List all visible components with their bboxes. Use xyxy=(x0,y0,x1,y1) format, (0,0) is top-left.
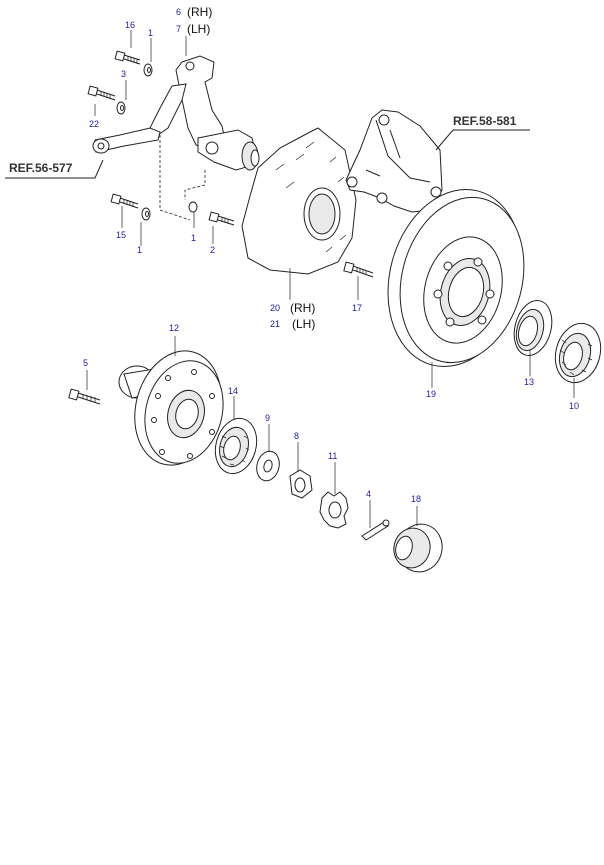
part-number-4: 4 xyxy=(366,489,371,499)
part-number-12: 12 xyxy=(169,323,179,333)
washer-1a xyxy=(143,63,153,77)
nut-8 xyxy=(289,469,313,499)
part-number-1c: 1 xyxy=(191,233,196,243)
part-number-5: 5 xyxy=(83,358,88,368)
ref-58-581: REF.58-581 xyxy=(453,114,517,128)
part-number-10: 10 xyxy=(569,401,579,411)
washer-1c xyxy=(188,201,198,213)
lock-cap-11 xyxy=(319,491,349,529)
side-label-7: (LH) xyxy=(187,22,210,36)
steering-arm xyxy=(92,127,161,154)
bearing-14 xyxy=(214,417,258,475)
ref-56-577: REF.56-577 xyxy=(9,161,73,175)
leader-lines xyxy=(5,30,575,528)
dust-shield xyxy=(241,127,357,275)
washer-9 xyxy=(256,450,280,482)
part-number-8: 8 xyxy=(294,431,299,441)
side-label-21: (LH) xyxy=(292,317,315,331)
bolt-16 xyxy=(114,50,141,65)
side-label-20: (RH) xyxy=(290,301,315,315)
part-number-21: 21 xyxy=(270,319,280,329)
side-label-6: (RH) xyxy=(187,5,212,19)
part-number-1b: 1 xyxy=(137,245,142,255)
washer-1b xyxy=(141,207,151,221)
wheel-hub xyxy=(118,350,224,466)
part-number-6: 6 xyxy=(176,7,181,17)
washer-3 xyxy=(116,101,126,115)
bearing-race-13 xyxy=(513,300,553,356)
brake-caliper xyxy=(345,109,443,213)
part-number-11: 11 xyxy=(328,451,337,461)
hub-bolt-5 xyxy=(68,388,101,405)
part-number-20: 20 xyxy=(270,303,280,313)
part-number-7: 7 xyxy=(176,24,181,34)
part-number-3: 3 xyxy=(121,69,126,79)
part-number-2: 2 xyxy=(210,245,215,255)
assembly-line-knuckle xyxy=(159,135,206,221)
cotter-pin-4 xyxy=(361,519,390,541)
bolt-15 xyxy=(110,193,139,209)
bolt-22 xyxy=(87,85,116,101)
part-number-15: 15 xyxy=(116,230,126,240)
callouts: 6 (RH) 7 (LH) 16 1 3 22 REF.56-577 REF.5… xyxy=(9,5,579,504)
part-number-19: 19 xyxy=(426,389,436,399)
part-number-18: 18 xyxy=(411,494,421,504)
part-number-14: 14 xyxy=(228,386,238,396)
part-number-1a: 1 xyxy=(148,28,153,38)
bolt-17 xyxy=(343,261,374,278)
steering-knuckle xyxy=(149,55,260,171)
part-number-16: 16 xyxy=(125,20,135,30)
grease-cap-18 xyxy=(393,523,443,573)
bearing-10 xyxy=(554,322,602,384)
part-number-22: 22 xyxy=(89,119,99,129)
part-number-9: 9 xyxy=(265,413,270,423)
part-number-13: 13 xyxy=(524,377,534,387)
bolt-2 xyxy=(208,211,235,226)
part-number-17: 17 xyxy=(352,303,362,313)
